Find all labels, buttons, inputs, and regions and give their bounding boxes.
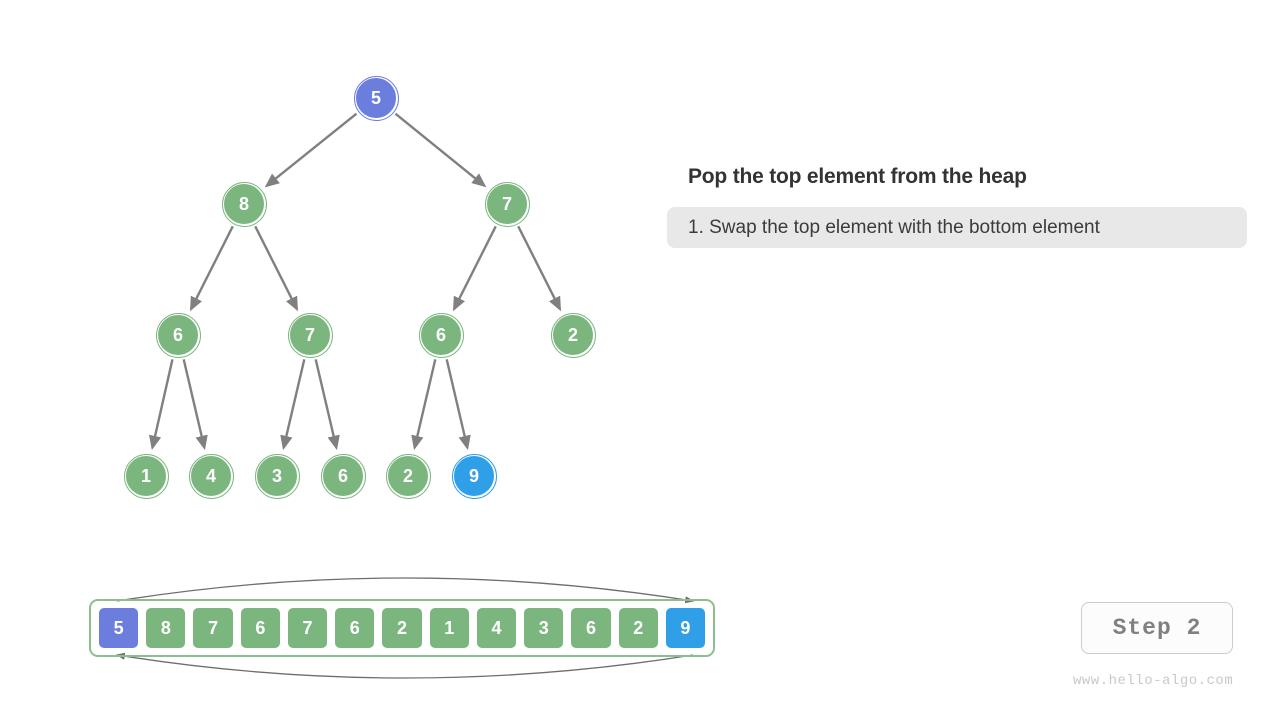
tree-edges	[148, 112, 562, 451]
tree-node-value: 2	[402, 465, 413, 486]
step-item: 1. Swap the top element with the bottom …	[667, 207, 1247, 248]
array-cell: 2	[380, 606, 424, 650]
tree-edge	[411, 359, 437, 451]
array-cell-value: 7	[302, 617, 313, 638]
array-cell-value: 6	[349, 617, 360, 638]
array-cell-value: 6	[585, 617, 596, 638]
array-cell: 6	[569, 606, 613, 650]
tree-edge	[452, 225, 497, 312]
tree-node: 3	[254, 453, 300, 499]
page-title: Pop the top element from the heap	[688, 165, 1027, 188]
array-cell-value: 6	[255, 617, 266, 638]
tree-node-value: 6	[337, 465, 348, 486]
array-cell-value: 9	[680, 617, 691, 638]
tree-node: 6	[320, 453, 366, 499]
instruction-panel: Pop the top element from the heap 1. Swa…	[667, 163, 1247, 248]
tree-node-value: 8	[238, 193, 249, 214]
tree-node: 8	[221, 181, 267, 227]
step-list: 1. Swap the top element with the bottom …	[667, 207, 1247, 248]
step-badge: Step 2	[1081, 602, 1233, 654]
watermark: www.hello-algo.com	[1073, 673, 1234, 689]
tree-edge	[254, 225, 299, 312]
array-cell: 9	[663, 606, 708, 650]
array-cell: 7	[191, 606, 235, 650]
array-cell-value: 4	[491, 617, 502, 638]
tree-node: 6	[418, 312, 464, 358]
array-cell-value: 7	[208, 617, 219, 638]
array-cell: 6	[333, 606, 377, 650]
tree-edge	[264, 112, 358, 188]
array-swap-arrows	[115, 577, 695, 679]
tree-node-value: 4	[205, 465, 216, 486]
array-cell: 1	[427, 606, 471, 650]
array-cell-value: 2	[397, 617, 408, 638]
array-cell-value: 3	[538, 617, 549, 638]
tree-node-value: 7	[501, 193, 512, 214]
tree-node-value: 2	[567, 324, 578, 345]
tree-edge	[394, 112, 487, 188]
tree-edge	[314, 359, 340, 451]
tree-node: 7	[287, 312, 333, 358]
array-cell: 4	[474, 606, 519, 650]
array-cell-value: 8	[160, 617, 171, 638]
array-cell-value: 5	[113, 617, 124, 638]
swap-arrow	[116, 577, 695, 604]
tree-edge	[189, 225, 234, 312]
heap-array: 5 8 7 6 7 6 2 1 4 3 6 2 9	[89, 599, 715, 657]
array-cell: 5	[97, 606, 141, 650]
array-cell: 6	[238, 606, 282, 650]
tree-node: 2	[385, 453, 431, 499]
swap-arrow	[115, 652, 694, 679]
tree-edge	[182, 359, 208, 451]
tree-node-value: 1	[140, 465, 151, 486]
tree-node: 1	[123, 453, 169, 499]
tree-node-value: 6	[435, 324, 446, 345]
tree-node-value: 7	[304, 324, 315, 345]
tree-node-value: 5	[370, 87, 381, 108]
tree-node: 4	[188, 453, 234, 499]
tree-node: 5	[353, 75, 399, 121]
array-cell-value: 2	[633, 617, 644, 638]
tree-edge	[517, 225, 562, 312]
array-cell: 8	[144, 606, 188, 650]
array-cell-value: 1	[444, 617, 455, 638]
tree-node: 9	[451, 453, 497, 499]
tree-edge	[445, 359, 471, 451]
array-cell: 7	[285, 606, 330, 650]
tree-node-value: 6	[172, 324, 183, 345]
tree-node-value: 9	[468, 465, 479, 486]
tree-node: 7	[484, 181, 530, 227]
tree-node-value: 3	[271, 465, 282, 486]
tree-edge	[280, 359, 306, 451]
array-cell: 3	[522, 606, 566, 650]
tree-node: 2	[550, 312, 596, 358]
tree-node: 6	[155, 312, 201, 358]
tree-edge	[148, 359, 174, 451]
array-cell: 2	[616, 606, 660, 650]
